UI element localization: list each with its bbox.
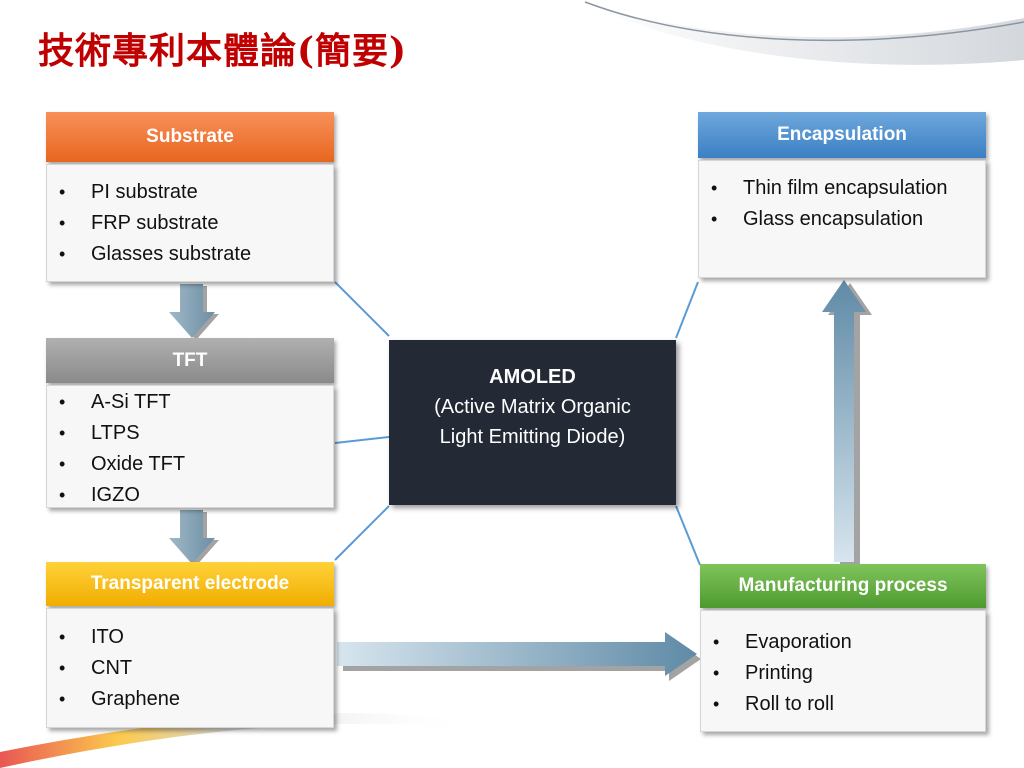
transparent-electrode-body: ITO CNT Graphene bbox=[46, 608, 334, 728]
encapsulation-header: Encapsulation bbox=[698, 112, 986, 158]
arrow-down-substrate-to-tft bbox=[169, 284, 219, 340]
tft-body: A-Si TFT LTPS Oxide TFT IGZO bbox=[46, 385, 334, 511]
connector-manufacturing bbox=[675, 505, 701, 566]
tft-header: TFT bbox=[46, 338, 334, 383]
list-item: Printing bbox=[713, 658, 985, 689]
list-item: FRP substrate bbox=[59, 208, 333, 239]
list-item: PI substrate bbox=[59, 177, 333, 208]
list-item: A-Si TFT bbox=[59, 387, 333, 418]
list-item: Thin film encapsulation bbox=[711, 173, 965, 204]
manufacturing-process-header: Manufacturing process bbox=[700, 564, 986, 608]
list-item: CNT bbox=[59, 653, 333, 684]
connector-tft bbox=[334, 436, 390, 444]
page-title: 技術專利本體論(簡要) bbox=[38, 30, 408, 72]
substrate-body: PI substrate FRP substrate Glasses subst… bbox=[46, 164, 334, 282]
tft-list: A-Si TFT LTPS Oxide TFT IGZO bbox=[47, 387, 333, 511]
arrow-up-manufacturing-to-encapsulation bbox=[822, 280, 872, 565]
list-item: Roll to roll bbox=[713, 689, 985, 720]
substrate-list: PI substrate FRP substrate Glasses subst… bbox=[47, 177, 333, 270]
arrow-down-tft-to-electrode bbox=[169, 510, 219, 566]
substrate-header: Substrate bbox=[46, 112, 334, 162]
list-item: Evaporation bbox=[713, 627, 985, 658]
connector-electrode bbox=[334, 505, 390, 561]
list-item: IGZO bbox=[59, 480, 333, 511]
list-item: ITO bbox=[59, 622, 333, 653]
amoled-center-box: AMOLED (Active Matrix Organic Light Emit… bbox=[389, 340, 676, 505]
transparent-electrode-header: Transparent electrode bbox=[46, 562, 334, 606]
amoled-description: (Active Matrix Organic Light Emitting Di… bbox=[434, 396, 631, 448]
amoled-title: AMOLED bbox=[489, 366, 576, 388]
connector-encapsulation bbox=[675, 281, 699, 339]
arrow-right-electrode-to-manufacturing bbox=[337, 632, 701, 681]
manufacturing-process-body: Evaporation Printing Roll to roll bbox=[700, 610, 986, 732]
transparent-electrode-list: ITO CNT Graphene bbox=[47, 622, 333, 715]
connector-substrate bbox=[334, 281, 390, 337]
list-item: Graphene bbox=[59, 684, 333, 715]
encapsulation-list: Thin film encapsulation Glass encapsulat… bbox=[699, 173, 985, 235]
list-item: Glasses substrate bbox=[59, 239, 333, 270]
encapsulation-body: Thin film encapsulation Glass encapsulat… bbox=[698, 160, 986, 278]
list-item: Glass encapsulation bbox=[711, 204, 965, 235]
list-item: Oxide TFT bbox=[59, 449, 333, 480]
list-item: LTPS bbox=[59, 418, 333, 449]
manufacturing-process-list: Evaporation Printing Roll to roll bbox=[701, 627, 985, 720]
